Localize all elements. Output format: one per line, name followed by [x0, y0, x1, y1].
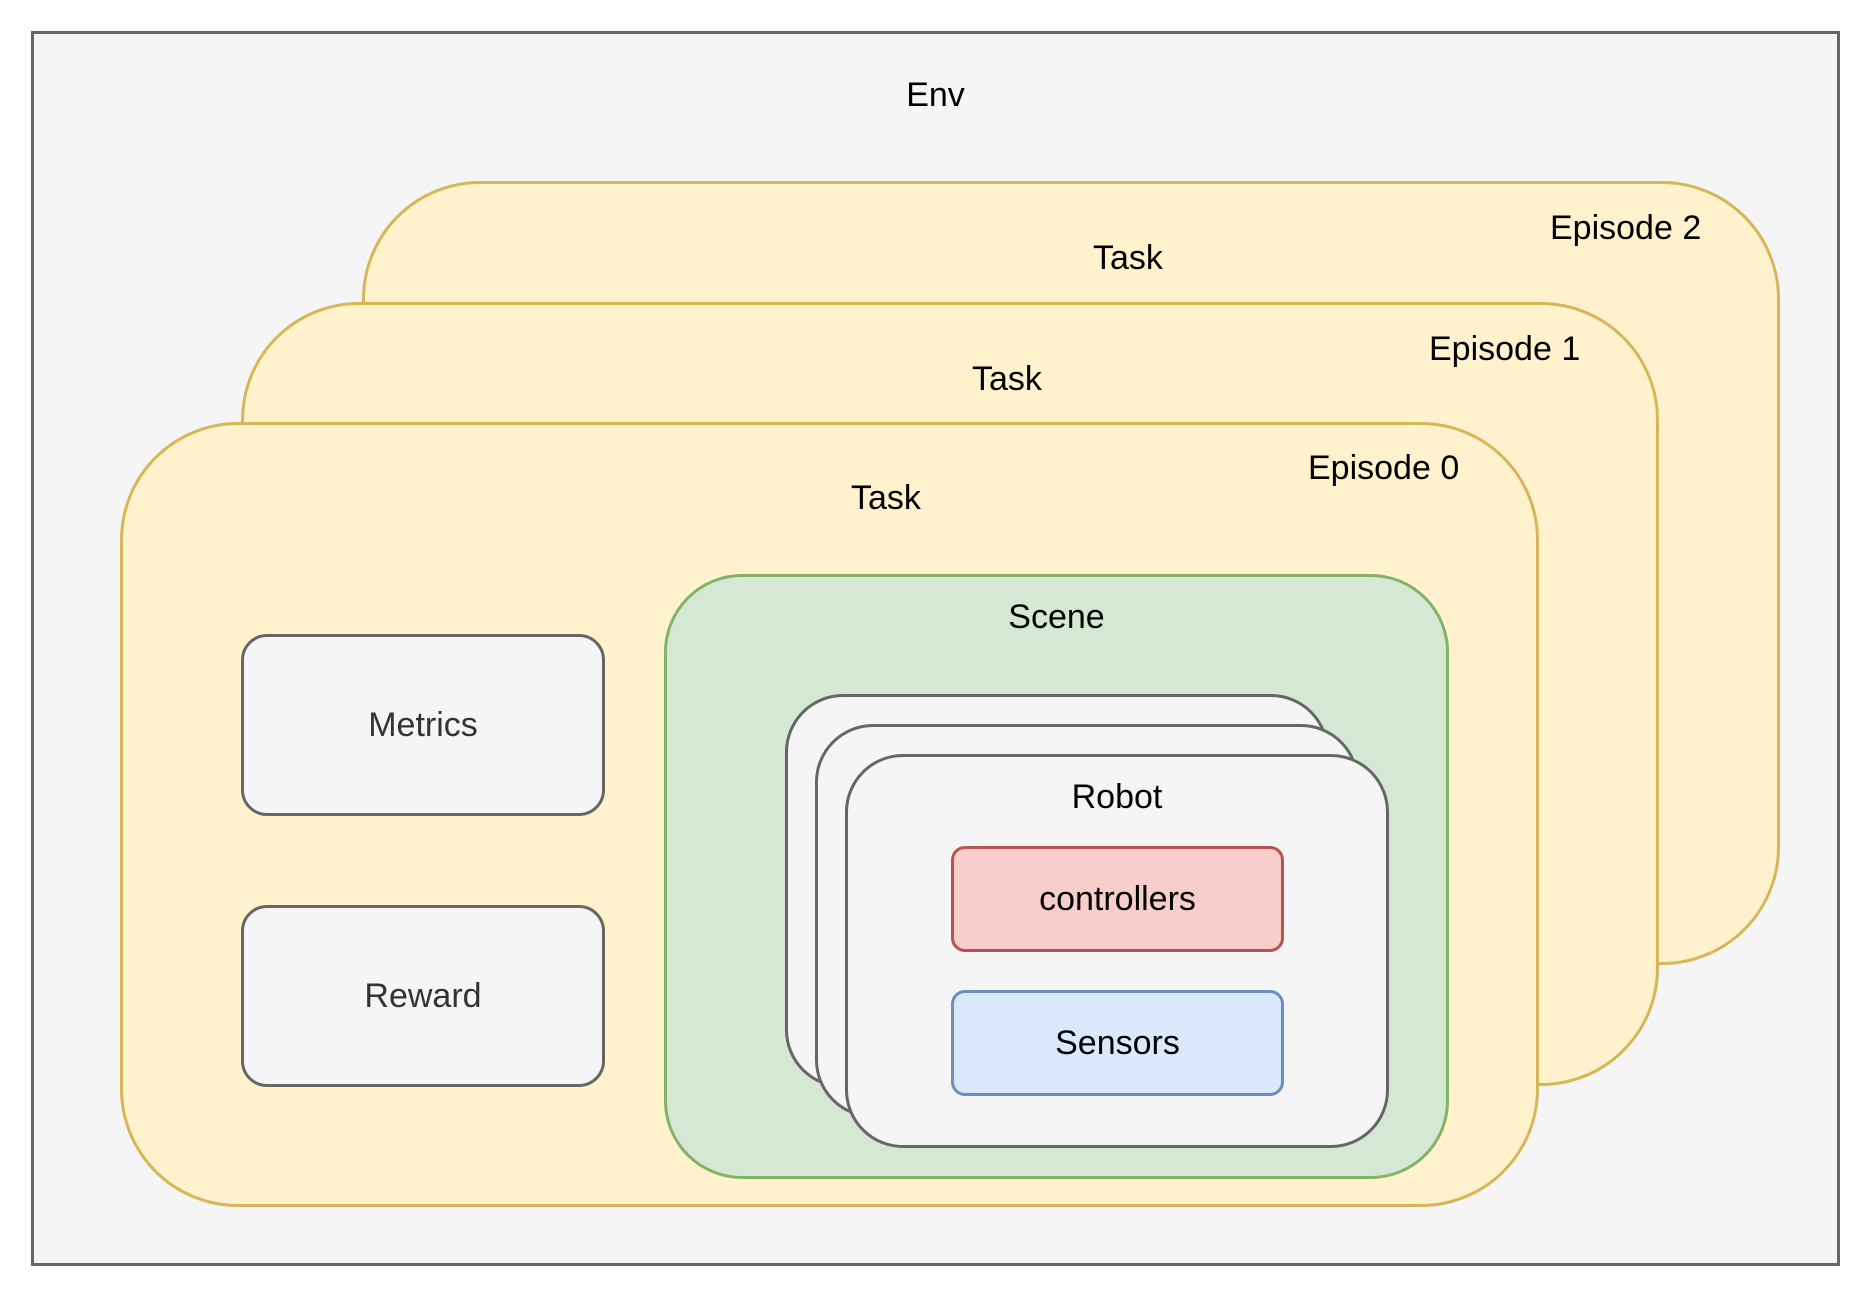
robot-label: Robot [1071, 778, 1163, 816]
episode-2-label: Episode 2 [1550, 209, 1702, 247]
episode-0-label: Episode 0 [1308, 449, 1460, 487]
metrics-label: Metrics [368, 705, 478, 744]
episode-1-task-label: Task [972, 360, 1042, 398]
scene-label: Scene [1008, 598, 1105, 636]
episode-1-label: Episode 1 [1429, 330, 1581, 368]
episode-2-task-label: Task [1093, 239, 1163, 277]
sensors-box: Sensors [951, 990, 1284, 1096]
metrics-box: Metrics [241, 634, 605, 816]
sensors-label: Sensors [1055, 1023, 1180, 1062]
episode-0-task-label: Task [851, 479, 921, 517]
reward-label: Reward [364, 976, 482, 1015]
env-label: Env [906, 76, 965, 114]
reward-box: Reward [241, 905, 605, 1087]
controllers-label: controllers [1039, 879, 1196, 918]
controllers-box: controllers [951, 846, 1284, 952]
